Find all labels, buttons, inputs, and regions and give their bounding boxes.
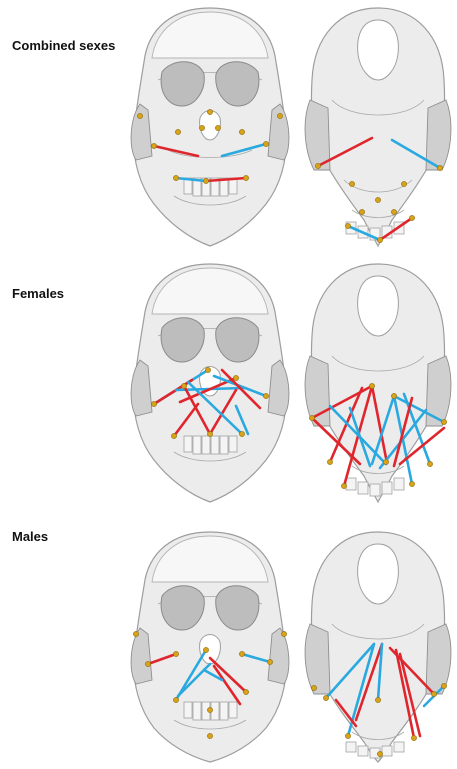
landmark-dot bbox=[263, 393, 268, 398]
landmark-dot bbox=[203, 178, 208, 183]
landmark-dot bbox=[171, 433, 176, 438]
landmark-dot bbox=[173, 175, 178, 180]
landmark-dot bbox=[327, 459, 332, 464]
landmark-dot bbox=[401, 181, 406, 186]
landmark-dot bbox=[345, 733, 350, 738]
males-label: Males bbox=[12, 529, 48, 544]
landmark-dot bbox=[203, 647, 208, 652]
landmark-dot bbox=[207, 707, 212, 712]
females-frontal-skull-figure bbox=[118, 258, 303, 508]
landmark-dot bbox=[233, 375, 238, 380]
landmark-dot bbox=[181, 383, 186, 388]
landmark-dot bbox=[145, 661, 150, 666]
landmark-dot bbox=[315, 163, 320, 168]
landmark-dot bbox=[243, 175, 248, 180]
landmark-dot bbox=[207, 431, 212, 436]
landmark-dot bbox=[383, 459, 388, 464]
landmark-dot bbox=[411, 735, 416, 740]
landmark-dot bbox=[391, 393, 396, 398]
landmark-dot bbox=[281, 631, 286, 636]
landmark-dot bbox=[359, 209, 364, 214]
landmark-dot bbox=[377, 751, 382, 756]
landmark-dot bbox=[137, 113, 142, 118]
combined-sexes-label: Combined sexes bbox=[12, 38, 115, 53]
landmark-dot bbox=[173, 651, 178, 656]
landmark-dot bbox=[375, 197, 380, 202]
landmark-dot bbox=[133, 631, 138, 636]
landmark-dot bbox=[207, 109, 212, 114]
landmark-dot bbox=[377, 237, 382, 242]
landmark-dot bbox=[311, 685, 316, 690]
landmark-dot bbox=[239, 129, 244, 134]
males-frontal-skull-figure bbox=[118, 510, 303, 765]
landmark-dot bbox=[409, 481, 414, 486]
landmark-dot bbox=[215, 125, 220, 130]
landmark-dot bbox=[441, 683, 446, 688]
landmark-dot bbox=[243, 689, 248, 694]
landmark-dot bbox=[409, 215, 414, 220]
landmark-dot bbox=[239, 651, 244, 656]
landmark-dot bbox=[323, 695, 328, 700]
landmark-dot bbox=[277, 113, 282, 118]
landmark-dot bbox=[349, 181, 354, 186]
landmark-dot bbox=[151, 401, 156, 406]
landmark-dot bbox=[345, 223, 350, 228]
landmark-dot bbox=[205, 367, 210, 372]
landmark-dot bbox=[341, 483, 346, 488]
landmark-dot bbox=[309, 415, 314, 420]
landmark-dot bbox=[175, 129, 180, 134]
landmark-dot bbox=[431, 691, 436, 696]
landmark-dot bbox=[239, 431, 244, 436]
landmark-dot bbox=[391, 209, 396, 214]
landmark-dot bbox=[263, 141, 268, 146]
combined-frontal-skull-figure bbox=[118, 0, 303, 258]
males-inferior-skull-figure bbox=[300, 510, 457, 765]
landmark-dot bbox=[427, 461, 432, 466]
landmark-dot bbox=[437, 165, 442, 170]
females-label: Females bbox=[12, 286, 64, 301]
landmark-dot bbox=[173, 697, 178, 702]
landmark-dot bbox=[151, 143, 156, 148]
landmark-dot bbox=[207, 733, 212, 738]
females-inferior-skull-figure bbox=[300, 258, 457, 508]
landmark-dot bbox=[375, 697, 380, 702]
landmark-dot bbox=[199, 125, 204, 130]
landmark-dot bbox=[267, 659, 272, 664]
landmark-dot bbox=[441, 419, 446, 424]
landmark-dot bbox=[369, 383, 374, 388]
combined-inferior-skull-figure bbox=[300, 0, 457, 258]
